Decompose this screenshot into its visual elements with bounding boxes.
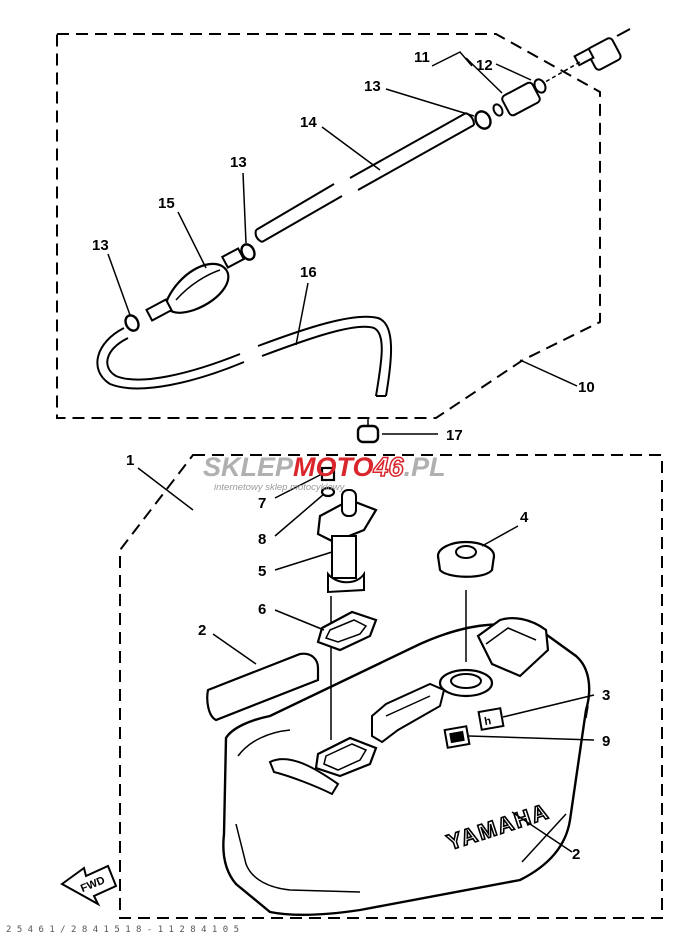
callout-15: 15: [158, 195, 175, 212]
fuel-joint-part: [356, 418, 380, 444]
decal-label-part: [206, 652, 320, 722]
fuel-hose-14: [254, 112, 475, 243]
footer-code: 2 5 4 6 1 / 2 8 4 1 5 1 8 - 1 1 2 8 4 1 …: [6, 925, 239, 935]
callout-2-bottom: 2: [572, 846, 580, 863]
watermark-part-46: 46: [373, 452, 405, 482]
primer-bulb-part: [145, 247, 246, 322]
callout-1: 1: [126, 452, 134, 469]
watermark-part-moto: MOTO: [293, 452, 374, 482]
callout-2-left: 2: [198, 622, 206, 639]
watermark-logo: SKLEPMOTO46.PL internetowy sklep motocyk…: [203, 451, 446, 493]
fuel-meter-part: [316, 489, 378, 740]
callout-3: 3: [602, 687, 610, 704]
hose-clamp-middle: [240, 243, 256, 261]
callout-13-top: 13: [364, 78, 381, 95]
callout-12: 12: [476, 57, 493, 74]
callout-13-left: 13: [92, 237, 109, 254]
callout-17: 17: [446, 427, 463, 444]
svg-text:SKLEPMOTO46.PL: SKLEPMOTO46.PL: [203, 452, 446, 482]
washer-part: [320, 486, 336, 498]
callout-5: 5: [258, 563, 266, 580]
fuel-connector-part: [539, 28, 631, 86]
callout-6: 6: [258, 601, 266, 618]
callout-7: 7: [258, 495, 266, 512]
callout-13-middle: 13: [230, 154, 247, 171]
fuel-line-assembly-group: [56, 28, 631, 419]
callout-8: 8: [258, 531, 266, 548]
callout-10: 10: [578, 379, 595, 396]
filler-cap-part: [436, 540, 496, 662]
fuel-tank-dashed-border: [119, 454, 663, 919]
fwd-arrow-icon: FWD: [60, 864, 118, 907]
watermark-part-pl: .PL: [404, 452, 446, 482]
fuel-tank-body: h YAMAHA: [222, 617, 591, 916]
svg-text:h: h: [483, 715, 492, 728]
watermark-tagline: internetowy sklep motocyklowy: [214, 482, 346, 493]
callout-9: 9: [602, 733, 610, 750]
callout-14: 14: [300, 114, 317, 131]
callout-numbers: 11 12 13 14 13 15 13 16 10 17 1 7 4 8 5 …: [92, 49, 610, 863]
hose-clamp-top: [474, 110, 492, 130]
callout-11: 11: [414, 49, 430, 66]
watermark-part-sklep: SKLEP: [203, 452, 294, 482]
hose-joint-part: [492, 78, 547, 117]
hose-clamp-left: [124, 314, 140, 332]
leader-lines: [107, 51, 595, 853]
callout-4: 4: [520, 509, 529, 526]
gasket-part: [316, 610, 378, 652]
fuel-hose-16: [96, 315, 392, 397]
fuel-line-dashed-border: [56, 33, 601, 419]
callout-16: 16: [300, 264, 317, 281]
fuel-tank-group: h YAMAHA: [119, 454, 663, 919]
